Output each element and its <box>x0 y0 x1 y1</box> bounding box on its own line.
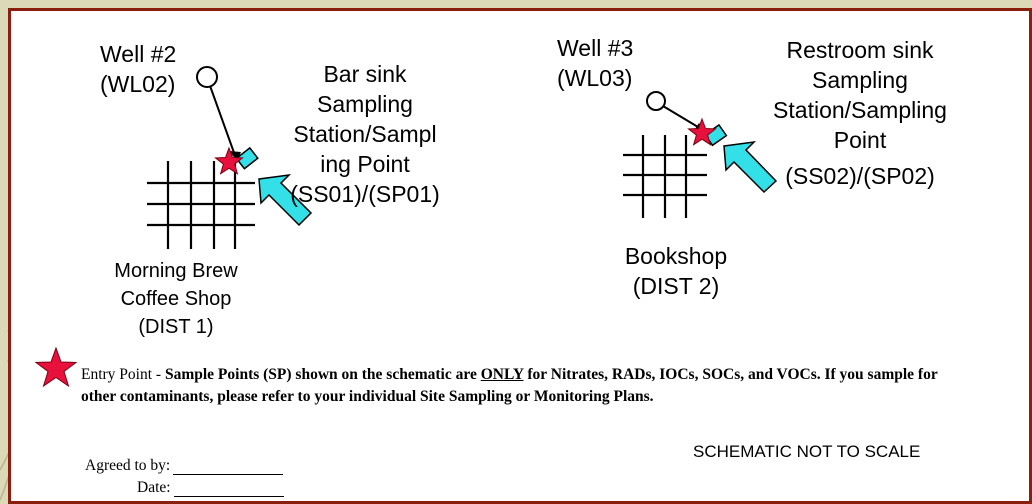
station1-line: (SS01)/(SP01) <box>290 181 440 207</box>
station1-arrow-icon <box>258 173 313 227</box>
station1-line: Sampling <box>317 91 413 117</box>
station2-label: Restroom sink Sampling Station/Sampling … <box>745 35 975 191</box>
station2-line: Restroom sink <box>786 37 934 63</box>
station2-line: (SS02)/(SP02) <box>785 163 935 189</box>
well2-code: (WL02) <box>100 71 176 97</box>
station2-line: Sampling <box>812 67 908 93</box>
agreed-row: Agreed to by: <box>85 457 284 475</box>
station1-label: Bar sink Sampling Station/Sampl ing Poin… <box>275 59 455 209</box>
entry-point1-star-icon <box>214 146 244 175</box>
dist2-label: Bookshop (DIST 2) <box>601 241 751 301</box>
station1-line: Station/Sampl <box>293 121 437 147</box>
well2-circle-icon <box>196 66 218 88</box>
date-label: Date: <box>137 479 171 496</box>
legend-bold-2: for Nitrates, RADs, IOCs, SOCs, and VOCs… <box>81 366 938 405</box>
well3-code: (WL03) <box>557 65 633 91</box>
entry-point2-star-icon <box>687 117 717 146</box>
well3-circle-icon <box>646 91 666 111</box>
legend-entry-label: Entry Point - <box>81 366 165 383</box>
agreed-label: Agreed to by: <box>85 457 171 474</box>
legend-star-icon <box>34 346 78 388</box>
well2-label: Well #2 (WL02) <box>100 39 176 99</box>
dist1-grid-icon <box>147 161 255 249</box>
date-row: Date: <box>137 479 284 497</box>
station1-tap-icon <box>235 146 259 170</box>
dist1-line: Coffee Shop <box>120 288 232 310</box>
date-line[interactable] <box>173 482 284 497</box>
dist1-label: Morning Brew Coffee Shop (DIST 1) <box>91 257 261 341</box>
dist2-grid-icon <box>623 135 707 218</box>
schematic-drawing <box>34 66 778 388</box>
well3-label: Well #3 (WL03) <box>557 33 633 93</box>
station1-line: Bar sink <box>323 61 407 87</box>
dist2-line: Bookshop <box>624 243 728 269</box>
station2-line: Point <box>833 127 887 153</box>
schematic-panel: Well #2 (WL02) Well #3 (WL03) Bar sink S… <box>8 8 1032 504</box>
well2-name: Well #2 <box>100 41 177 67</box>
well3-name: Well #3 <box>557 35 634 61</box>
dist2-line: (DIST 2) <box>632 273 720 299</box>
agreed-line[interactable] <box>173 460 284 475</box>
legend-note: Entry Point - Sample Points (SP) shown o… <box>81 364 961 408</box>
legend-only: ONLY <box>480 366 524 383</box>
station1-line: ing Point <box>320 151 410 177</box>
well2-pipe <box>208 82 241 162</box>
station2-line: Station/Sampling <box>773 97 947 123</box>
dist1-line: (DIST 1) <box>138 316 214 338</box>
scale-note: SCHEMATIC NOT TO SCALE <box>693 442 921 461</box>
legend-bold-1: Sample Points (SP) shown on the schemati… <box>164 366 481 383</box>
dist1-line: Morning Brew <box>114 260 238 282</box>
station2-arrow-icon <box>723 140 778 194</box>
